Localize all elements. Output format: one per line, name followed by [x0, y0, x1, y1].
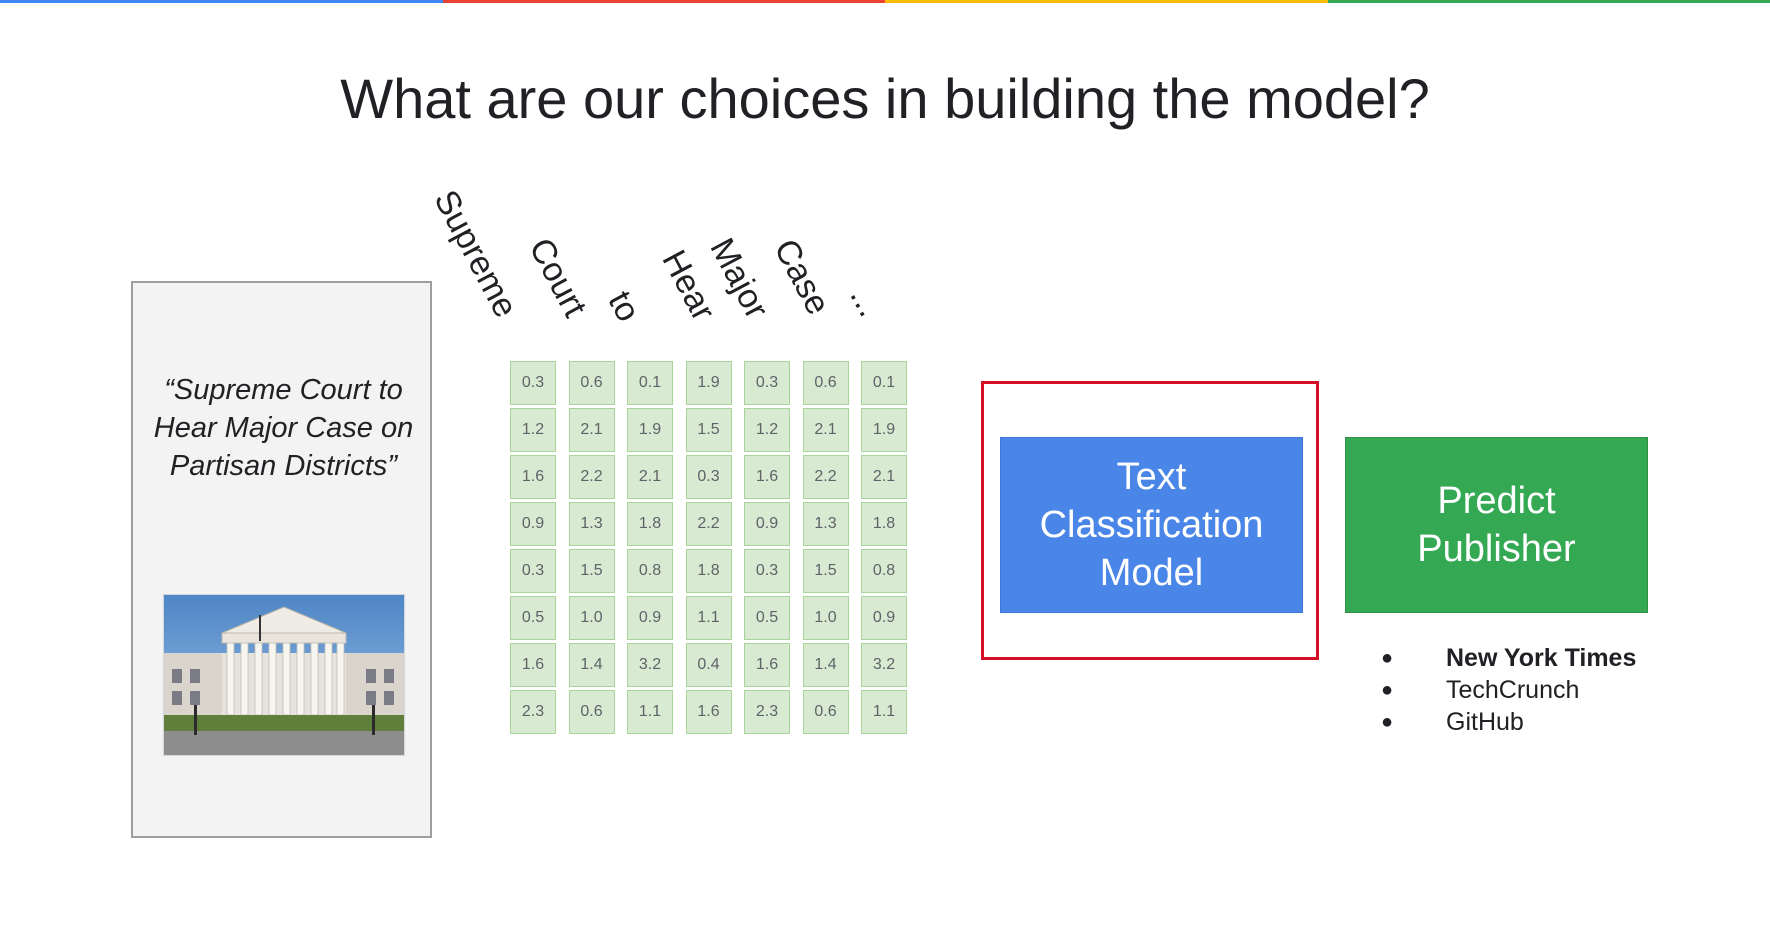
embedding-cell: 2.1 [861, 455, 907, 499]
embedding-cell: 2.2 [568, 455, 615, 499]
embedding-cell: 1.3 [802, 502, 849, 546]
publisher-list: ● New York Times ● TechCrunch ● GitHub [1375, 642, 1636, 738]
embedding-cell: 1.8 [861, 502, 907, 546]
embedding-cell: 0.5 [510, 596, 556, 640]
embedding-cell: 1.5 [802, 549, 849, 593]
publisher-item: ● TechCrunch [1375, 674, 1636, 706]
publisher-item: ● New York Times [1375, 642, 1636, 674]
article-card: “Supreme Court to Hear Major Case on Par… [131, 281, 432, 838]
publisher-label: GitHub [1446, 708, 1524, 736]
embedding-cell: 1.8 [685, 549, 732, 593]
bullet-icon: ● [1381, 647, 1394, 669]
supreme-court-photo [163, 594, 405, 756]
embedding-cell: 1.2 [744, 408, 790, 452]
text-classification-model-box: Text Classification Model [1000, 437, 1303, 613]
predict-box-label: Predict Publisher [1417, 480, 1576, 570]
article-headline: “Supreme Court to Hear Major Case on Par… [153, 374, 414, 482]
embedding-cell: 2.3 [744, 690, 790, 734]
embedding-cell: 1.9 [861, 408, 907, 452]
token-label: ... [842, 280, 890, 323]
color-bar-blue [0, 0, 443, 3]
publisher-label: TechCrunch [1446, 676, 1580, 704]
publisher-item: ● GitHub [1375, 706, 1636, 738]
embedding-cell: 1.6 [685, 690, 732, 734]
embedding-cell: 2.1 [802, 408, 849, 452]
color-bar-green [1327, 0, 1770, 3]
embedding-cell: 1.3 [568, 502, 615, 546]
embedding-cell: 0.6 [802, 690, 849, 734]
embedding-cell: 1.1 [685, 596, 732, 640]
embedding-cell: 1.0 [568, 596, 615, 640]
embedding-cell: 2.1 [568, 408, 615, 452]
embedding-cell: 1.6 [744, 643, 790, 687]
highlight-frame [981, 381, 1319, 660]
embedding-cell: 3.2 [627, 643, 673, 687]
embedding-cell: 1.6 [510, 643, 556, 687]
embedding-cell: 1.4 [802, 643, 849, 687]
embedding-cell: 1.6 [510, 455, 556, 499]
embedding-cell: 3.2 [861, 643, 907, 687]
token-label: Supreme [426, 184, 525, 324]
embedding-cell: 0.1 [627, 361, 673, 405]
embedding-cell: 1.5 [568, 549, 615, 593]
embedding-cell: 2.2 [685, 502, 732, 546]
embedding-cell: 0.6 [802, 361, 849, 405]
embedding-cell: 0.9 [510, 502, 556, 546]
embedding-cell: 2.2 [802, 455, 849, 499]
predict-publisher-box: Predict Publisher [1345, 437, 1648, 613]
token-label: to [600, 285, 648, 328]
embedding-cell: 0.6 [568, 361, 615, 405]
embedding-cell: 1.4 [568, 643, 615, 687]
supreme-court-building-icon [164, 595, 404, 755]
embedding-cell: 1.1 [627, 690, 673, 734]
token-label: Court [521, 232, 595, 324]
bullet-icon: ● [1381, 679, 1394, 701]
color-bar-red [442, 0, 885, 3]
embedding-cell: 1.0 [802, 596, 849, 640]
embedding-cell: 0.8 [861, 549, 907, 593]
embedding-cell: 0.3 [744, 549, 790, 593]
embedding-cell: 1.6 [744, 455, 790, 499]
embedding-cell: 1.9 [685, 361, 732, 405]
embedding-cell: 0.4 [685, 643, 732, 687]
embedding-cell: 2.1 [627, 455, 673, 499]
embedding-cell: 0.3 [510, 361, 556, 405]
embedding-cell: 0.5 [744, 596, 790, 640]
embedding-cell: 0.3 [510, 549, 556, 593]
embedding-cell: 0.8 [627, 549, 673, 593]
embedding-cell: 0.9 [744, 502, 790, 546]
embedding-cell: 1.2 [510, 408, 556, 452]
model-box-label: Text Classification Model [1039, 456, 1264, 594]
embedding-cell: 0.6 [568, 690, 615, 734]
publisher-label: New York Times [1446, 644, 1637, 672]
embedding-cell: 0.1 [861, 361, 907, 405]
embedding-cell: 2.3 [510, 690, 556, 734]
embedding-cell: 1.9 [627, 408, 673, 452]
token-label: Case [766, 233, 838, 321]
embedding-cell: 1.8 [627, 502, 673, 546]
embedding-cell: 1.1 [861, 690, 907, 734]
embedding-cell: 0.9 [627, 596, 673, 640]
embedding-cell: 0.3 [744, 361, 790, 405]
slide-title: What are our choices in building the mod… [340, 67, 1430, 130]
google-color-bar [0, 0, 1770, 3]
color-bar-yellow [885, 0, 1328, 3]
bullet-icon: ● [1381, 711, 1394, 733]
embedding-cell: 0.9 [861, 596, 907, 640]
embedding-cell: 0.3 [685, 455, 732, 499]
embedding-cell: 1.5 [685, 408, 732, 452]
